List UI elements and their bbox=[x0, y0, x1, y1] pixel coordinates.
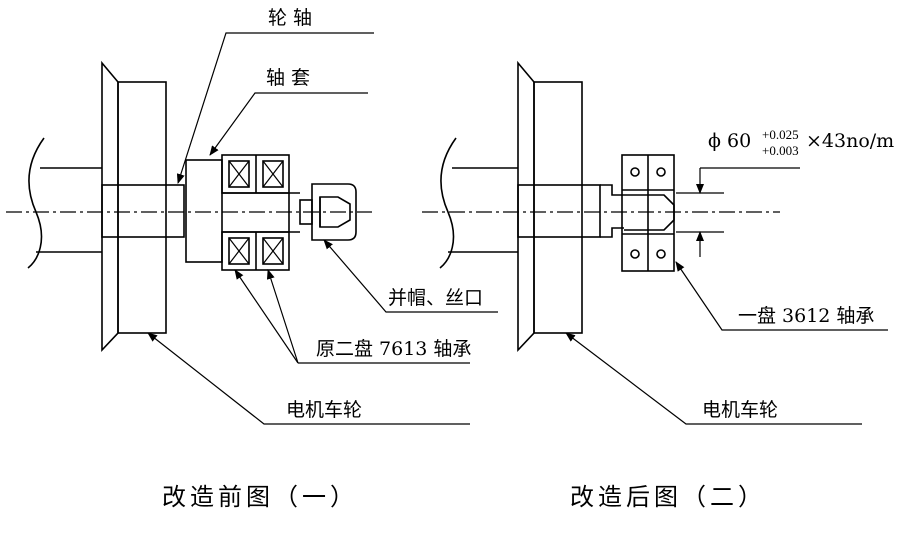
dim-lower-tolerance: +0.003 bbox=[762, 143, 799, 158]
label-wheel-before: 电机车轮 bbox=[286, 399, 362, 421]
axle-hub-left bbox=[101, 184, 185, 238]
label-wheel-after: 电机车轮 bbox=[702, 399, 778, 421]
caption-before: 改造前图（一） bbox=[162, 483, 358, 511]
label-nut-thread: 并帽、丝口 bbox=[388, 287, 483, 309]
lock-nut bbox=[311, 183, 357, 241]
wheel-disc-left bbox=[117, 81, 167, 334]
label-sleeve: 轴 套 bbox=[266, 67, 310, 89]
wheel-disc-right bbox=[533, 81, 583, 334]
dim-prefix: ϕ 60 bbox=[708, 130, 751, 152]
label-new-bearing: 一盘 3612 轴承 bbox=[738, 305, 874, 327]
dim-upper-tolerance: +0.025 bbox=[762, 127, 799, 142]
sleeve bbox=[185, 159, 223, 263]
figure-before: 轮 轴 轴 套 并帽、丝口 原二盘 7613 轴承 电机车轮 改造前图（一） bbox=[6, 7, 498, 511]
figure-after: ϕ 60 +0.025 +0.003 ×43no/m 一盘 3612 轴承 电机… bbox=[422, 60, 894, 511]
shaft-break-left bbox=[27, 137, 45, 269]
axle-hub-right bbox=[517, 184, 601, 238]
wheel-rim-right bbox=[517, 60, 535, 353]
wheel-rim-left bbox=[101, 60, 119, 353]
dim-suffix: ×43no/m bbox=[806, 130, 894, 152]
label-axle: 轮 轴 bbox=[268, 7, 312, 29]
label-original-bearing: 原二盘 7613 轴承 bbox=[316, 338, 471, 360]
shaft-break-right bbox=[439, 137, 457, 269]
caption-after: 改造后图（二） bbox=[570, 483, 766, 511]
